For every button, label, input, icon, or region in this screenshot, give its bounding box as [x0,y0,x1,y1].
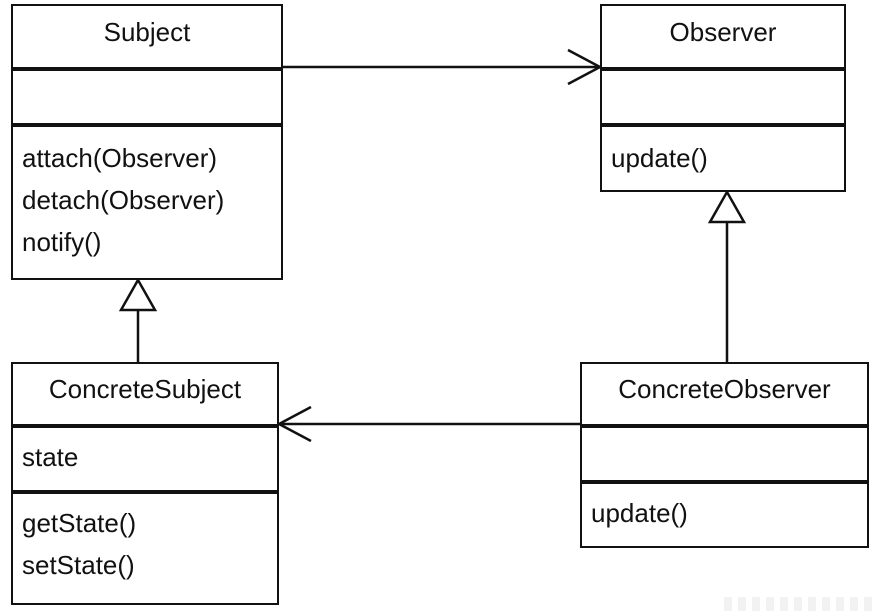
generalization-concretesubject-subject [118,277,158,362]
operation: notify() [22,227,102,257]
operation: attach(Observer) [22,143,218,173]
class-concrete-subject-operations: getState() setState() [13,490,277,586]
class-concrete-observer-operations: update() [582,480,867,534]
operation: update() [591,498,688,528]
class-observer-operations: update() [602,123,844,179]
class-concrete-observer-name: ConcreteObserver [618,374,831,404]
watermark [724,597,874,611]
class-concrete-subject-name: ConcreteSubject [48,374,242,404]
class-subject-attributes [13,67,281,123]
generalization-concreteobserver-observer [707,189,747,362]
association-concreteobserver-concretesubject [276,405,580,443]
class-observer-attributes [602,67,844,123]
class-subject-name: Subject [103,17,191,47]
class-observer-name: Observer [669,17,777,47]
class-concrete-observer: ConcreteObserver update() [580,362,869,548]
class-concrete-subject-attributes: state [13,424,277,490]
class-concrete-subject: ConcreteSubject state getState() setStat… [11,362,279,605]
association-subject-observer [283,48,603,86]
operation: getState() [22,508,137,538]
operation: detach(Observer) [22,185,225,215]
attribute: state [22,442,79,472]
class-subject: Subject attach(Observer) detach(Observer… [11,4,283,280]
operation: update() [611,143,708,173]
operation: setState() [22,550,135,580]
class-subject-operations: attach(Observer) detach(Observer) notify… [13,123,281,263]
class-observer: Observer update() [600,4,846,192]
class-concrete-observer-attributes [582,424,867,480]
